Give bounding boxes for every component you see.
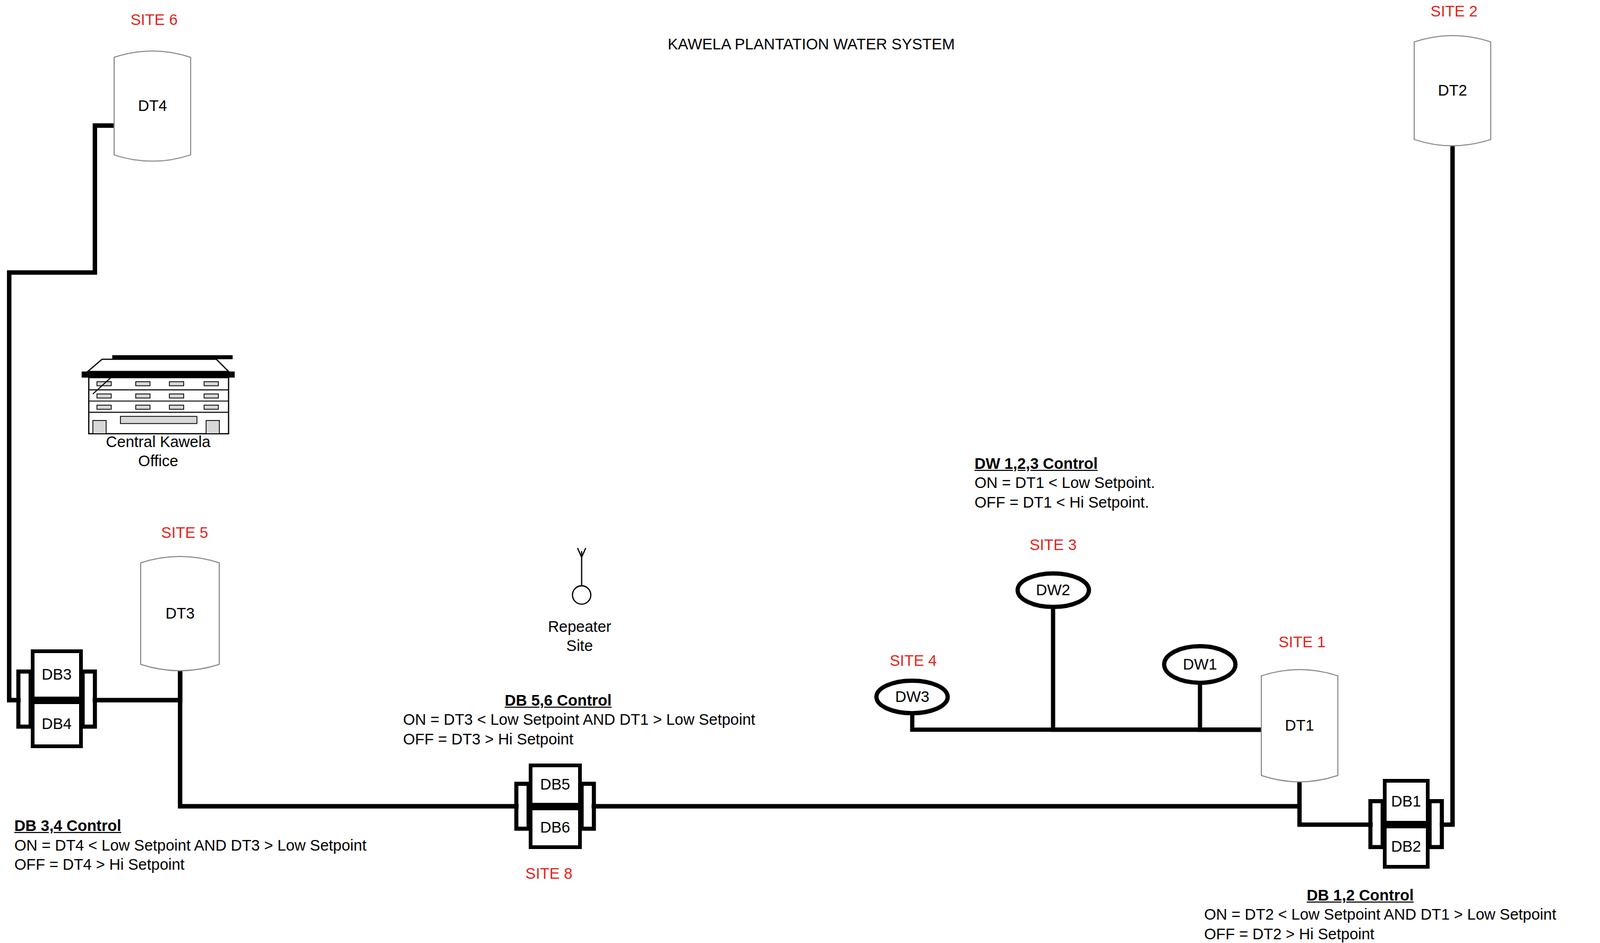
well-ellipse: DW1 bbox=[1162, 643, 1238, 685]
window bbox=[97, 405, 112, 410]
node-label: DB2 bbox=[1391, 837, 1422, 856]
window bbox=[203, 405, 219, 410]
note-text: ON = DT2 < Low Setpoint AND DT1 > Low Se… bbox=[1203, 904, 1556, 924]
water-pipe bbox=[1441, 145, 1453, 825]
note-text: ON = DT4 < Low Setpoint AND DT3 > Low Se… bbox=[14, 835, 367, 855]
windows bbox=[92, 381, 220, 434]
site-label: SITE 4 bbox=[889, 650, 937, 670]
antenna-prong bbox=[581, 547, 587, 557]
tank-shape bbox=[140, 556, 220, 671]
window bbox=[135, 381, 151, 386]
node-label: DT3 bbox=[165, 604, 195, 623]
office-building bbox=[81, 357, 235, 434]
water-pipe bbox=[95, 670, 180, 701]
note-text: ON = DT3 < Low Setpoint AND DT1 > Low Se… bbox=[402, 709, 755, 729]
site-label: SITE 8 bbox=[525, 863, 573, 883]
water-pipe bbox=[1053, 609, 1262, 730]
entrance-bar bbox=[120, 416, 197, 424]
note-text: Central Kawela Office bbox=[94, 431, 222, 471]
note-text: Repeater Site bbox=[539, 616, 620, 656]
site-label: SITE 1 bbox=[1278, 632, 1326, 652]
node-label: DB5 bbox=[539, 775, 570, 794]
door bbox=[92, 420, 107, 434]
node-label: DB4 bbox=[41, 715, 72, 733]
window bbox=[169, 381, 184, 386]
booster-box: DB3 bbox=[30, 649, 83, 701]
water-pipe bbox=[95, 670, 180, 701]
storage-tank: DT4 bbox=[114, 50, 191, 162]
control-heading: DB 5,6 Control bbox=[504, 690, 612, 710]
node-label: DB1 bbox=[1391, 792, 1422, 811]
water-pipe bbox=[1199, 684, 1261, 730]
building-body bbox=[88, 377, 229, 434]
well-ellipse: DW2 bbox=[1015, 571, 1091, 609]
window bbox=[203, 381, 219, 386]
window bbox=[203, 393, 219, 399]
roof-band bbox=[81, 371, 235, 378]
bracket-tabs bbox=[18, 671, 1442, 848]
water-pipe bbox=[594, 781, 1300, 806]
site-label: SITE 2 bbox=[1430, 1, 1478, 21]
door bbox=[205, 420, 220, 434]
well-shape bbox=[1017, 573, 1089, 607]
note-text: ON = DT1 < Low Setpoint. bbox=[974, 472, 1156, 493]
node-label: DW2 bbox=[1035, 581, 1070, 599]
floor-line bbox=[88, 411, 229, 414]
water-pipe bbox=[1299, 781, 1371, 825]
well-ellipse: DW3 bbox=[874, 678, 950, 716]
node-label: DB3 bbox=[41, 665, 72, 684]
booster-box: DB5 bbox=[528, 763, 582, 807]
note-text: OFF = DT1 < Hi Setpoint. bbox=[974, 492, 1150, 512]
floor-line bbox=[88, 400, 229, 402]
diagram-title: KAWELA PLANTATION WATER SYSTEM bbox=[667, 34, 956, 54]
control-heading: DB 3,4 Control bbox=[14, 815, 122, 836]
node-label: DW3 bbox=[895, 687, 929, 706]
control-heading: DW 1,2,3 Control bbox=[974, 453, 1098, 473]
window bbox=[169, 405, 184, 410]
floor-line bbox=[88, 389, 229, 391]
window bbox=[97, 393, 112, 399]
tank-shape bbox=[1414, 35, 1491, 146]
well-shape bbox=[1164, 646, 1236, 683]
tank-shape bbox=[1261, 669, 1338, 782]
site-label: SITE 3 bbox=[1029, 535, 1077, 555]
booster-box: DB2 bbox=[1382, 824, 1430, 869]
node-label: DT2 bbox=[1438, 81, 1468, 100]
water-pipe bbox=[594, 781, 1300, 806]
well-shape bbox=[876, 680, 948, 713]
booster-box: DB1 bbox=[1382, 778, 1430, 825]
water-pipe bbox=[1441, 145, 1453, 825]
roof bbox=[87, 359, 229, 372]
node-label: DW1 bbox=[1182, 655, 1217, 674]
window bbox=[169, 393, 184, 399]
window bbox=[135, 393, 151, 399]
antenna-base bbox=[572, 585, 591, 605]
node-label: DB6 bbox=[539, 818, 570, 837]
antenna-prong bbox=[577, 547, 582, 557]
note-text: OFF = DT2 > Hi Setpoint bbox=[1203, 924, 1375, 943]
control-heading: DB 1,2 Control bbox=[1306, 885, 1414, 905]
node-label: DT1 bbox=[1285, 716, 1315, 735]
site-label: SITE 6 bbox=[130, 9, 178, 29]
storage-tank: DT2 bbox=[1414, 35, 1491, 146]
node-label: DT4 bbox=[138, 97, 168, 115]
storage-tank: DT1 bbox=[1261, 669, 1338, 782]
water-pipe bbox=[9, 125, 115, 700]
booster-box: DB6 bbox=[528, 806, 582, 850]
flag-line bbox=[92, 373, 116, 394]
tank-shape bbox=[114, 50, 191, 162]
repeater-antenna bbox=[572, 547, 591, 605]
water-pipe bbox=[912, 715, 1261, 730]
storage-tank: DT3 bbox=[140, 556, 220, 671]
window bbox=[135, 405, 151, 410]
site-label: SITE 5 bbox=[161, 522, 209, 543]
water-pipe bbox=[9, 125, 115, 700]
note-text: OFF = DT3 > Hi Setpoint bbox=[402, 729, 574, 749]
water-pipe bbox=[1299, 781, 1371, 825]
booster-box: DB4 bbox=[30, 700, 83, 748]
note-text: OFF = DT4 > Hi Setpoint bbox=[14, 854, 185, 874]
